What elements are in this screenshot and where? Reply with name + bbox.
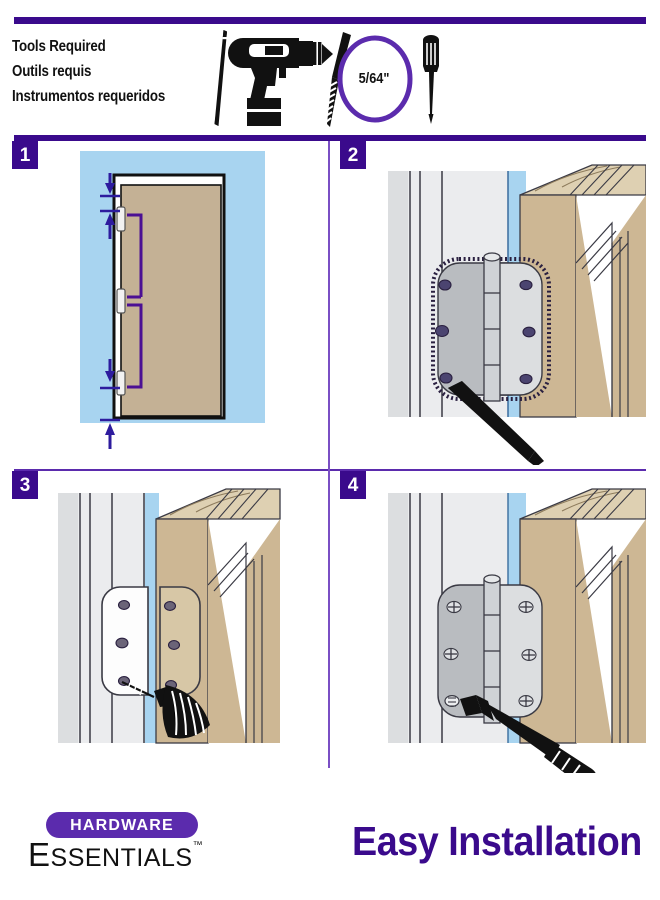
tools-heading-fr: Outils requis — [12, 63, 92, 80]
drill-bit-icon — [325, 32, 351, 127]
step-3-illustration — [14, 473, 328, 773]
top-rule — [14, 17, 646, 24]
tools-heading-en: Tools Required — [12, 38, 106, 55]
screwdriver-icon — [423, 35, 439, 124]
step-badge-3: 3 — [12, 471, 38, 499]
brand-logo-essentials: ESSENTIALS™ — [28, 836, 238, 874]
brand-logo: HARDWARE ESSENTIALS™ — [28, 812, 238, 882]
middle-rule — [14, 469, 646, 471]
tools-heading-es: Instrumentos requeridos — [12, 88, 166, 105]
step-badge-2: 2 — [340, 141, 366, 169]
tools-required-heading: Tools Required Outils requis Instrumento… — [12, 34, 212, 109]
step-badge-4: 4 — [340, 471, 366, 499]
tagline: Easy Installation — [352, 818, 642, 864]
bit-size-callout-oval — [337, 35, 413, 123]
brand-logo-essentials-rest: SSENTIALS — [50, 844, 193, 872]
trademark-symbol: ™ — [192, 840, 203, 851]
header-rule — [14, 135, 646, 141]
step-2-illustration — [330, 143, 646, 465]
step-4-illustration — [330, 473, 646, 773]
step-badge-1: 1 — [12, 141, 38, 169]
cordless-drill-icon — [228, 38, 333, 126]
vertical-divider — [328, 141, 330, 768]
tool-icon-row: 5/64" — [205, 26, 455, 130]
pencil-icon — [214, 30, 227, 126]
bit-size-label: 5/64" — [358, 70, 390, 87]
step-1-illustration — [14, 143, 328, 465]
brand-logo-essentials-cap: E — [28, 836, 51, 873]
brand-logo-hardware: HARDWARE — [46, 812, 198, 838]
